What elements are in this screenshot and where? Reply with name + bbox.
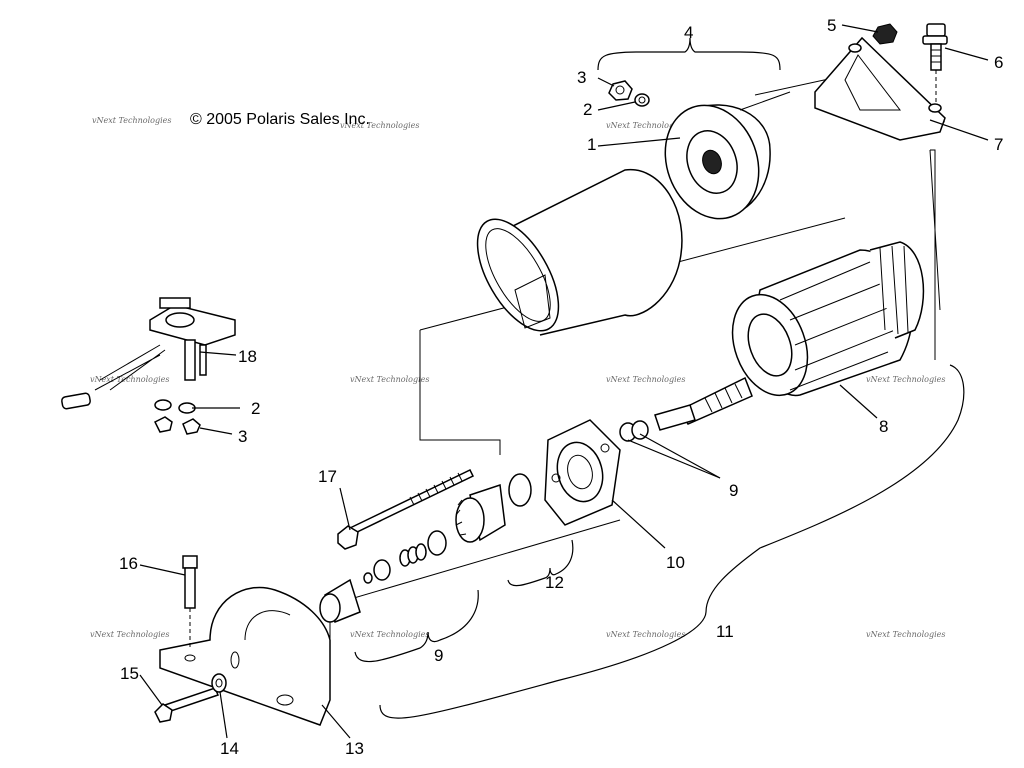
callout-14: 14 <box>220 739 239 758</box>
drive-housing <box>544 419 621 526</box>
leader-lines <box>139 24 989 739</box>
callout-1: 1 <box>587 135 596 154</box>
guide-line <box>929 149 941 311</box>
mounting-bracket <box>159 586 331 726</box>
callout-7: 7 <box>994 135 1003 154</box>
watermark: vNext Technologies <box>606 121 685 130</box>
callout-2: 2 <box>583 100 592 119</box>
callout-17: 17 <box>318 467 337 486</box>
bolt-16 <box>182 555 198 650</box>
brace-4 <box>597 37 781 71</box>
callout-9-lower: 9 <box>434 646 443 665</box>
callout-labels: 1 2 3 4 5 6 7 8 9 9 10 11 12 13 14 15 16… <box>119 16 1003 758</box>
solenoid <box>61 297 236 410</box>
callout-3-lower: 3 <box>238 427 247 446</box>
callout-10: 10 <box>666 553 685 572</box>
watermark: vNext Technologies <box>866 630 945 639</box>
through-bolt <box>337 469 475 550</box>
callout-13: 13 <box>345 739 364 758</box>
watermark: vNext Technologies <box>92 116 171 125</box>
bushing <box>319 578 361 623</box>
mounting-plate <box>814 36 946 141</box>
motor-housing <box>476 169 683 336</box>
callout-12: 12 <box>545 573 564 592</box>
brace-12 <box>507 539 574 587</box>
callout-11: 11 <box>716 622 734 641</box>
callout-4: 4 <box>684 23 693 42</box>
callout-2-lower: 2 <box>251 399 260 418</box>
watermark: vNext Technologies <box>606 375 685 384</box>
callout-18: 18 <box>238 347 257 366</box>
spring-clutch-set <box>363 530 447 584</box>
washers-armature <box>619 420 649 442</box>
callout-3: 3 <box>577 68 586 87</box>
callout-5: 5 <box>827 16 836 35</box>
watermark: vNext Technologies <box>350 375 429 384</box>
brace-9 <box>354 589 479 663</box>
bolt-15 <box>154 687 220 723</box>
copyright-text: © 2005 Polaris Sales Inc. <box>190 111 370 128</box>
brace-11 <box>379 364 965 719</box>
watermark: vNext Technologies <box>606 630 685 639</box>
washer-14 <box>211 673 227 693</box>
callout-6: 6 <box>994 53 1003 72</box>
nut-washer-top <box>608 80 650 107</box>
drive-gear-assembly <box>455 473 532 543</box>
watermark: vNext Technologies <box>350 630 429 639</box>
callout-8: 8 <box>879 417 888 436</box>
solenoid-nuts-washers <box>153 399 201 435</box>
nut-top <box>872 23 898 45</box>
guide-line <box>419 330 501 455</box>
armature <box>654 241 925 431</box>
watermark: vNext Technologies <box>866 375 945 384</box>
bolt-top-right <box>922 23 948 102</box>
watermark: vNext Technologies <box>90 630 169 639</box>
watermark: vNext Technologies <box>90 375 169 384</box>
watermark: vNext Technologies <box>340 121 419 130</box>
callout-9: 9 <box>729 481 738 500</box>
end-cap <box>664 91 791 220</box>
guide-line <box>930 149 936 360</box>
callout-16: 16 <box>119 554 138 573</box>
callout-15: 15 <box>120 664 139 683</box>
